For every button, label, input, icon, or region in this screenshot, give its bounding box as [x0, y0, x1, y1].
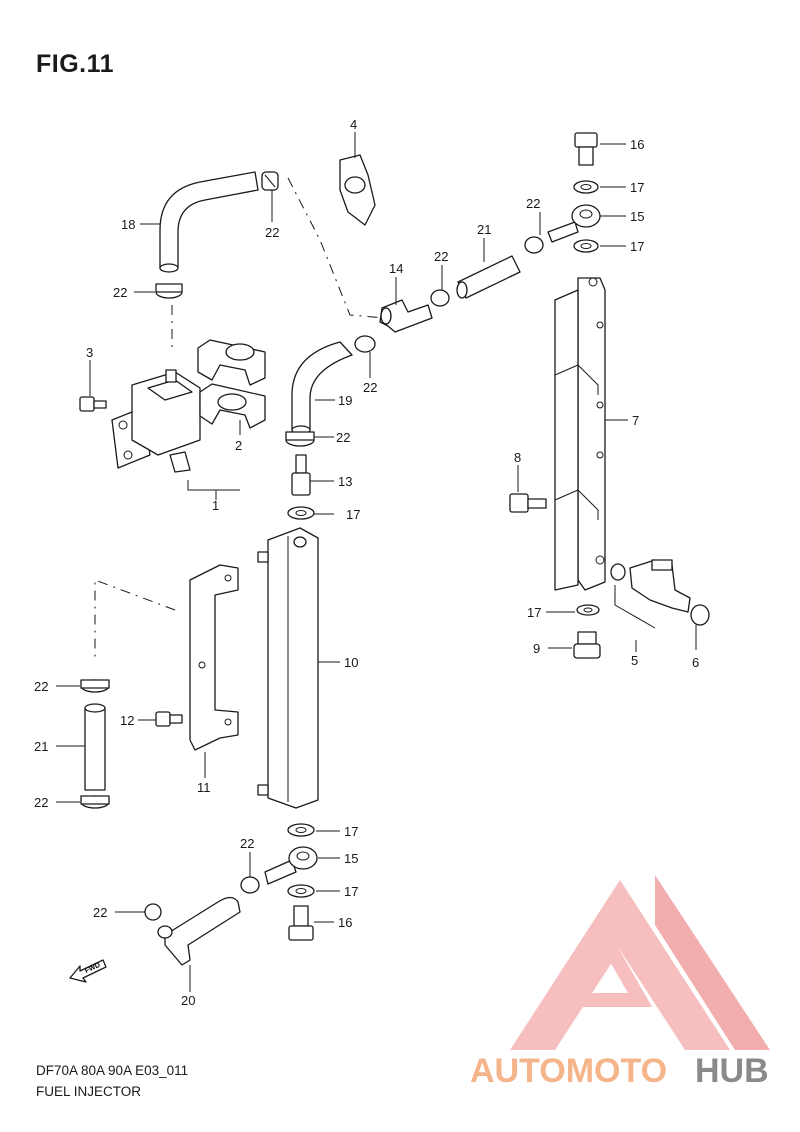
callout-11: 11 [197, 780, 211, 795]
callout-22: 22 [34, 795, 48, 810]
watermark-logo [510, 875, 770, 1050]
callout-14: 14 [389, 261, 403, 276]
clamp-2 [197, 339, 266, 435]
callout-22: 22 [113, 285, 127, 300]
callout-3: 3 [86, 345, 93, 360]
bolt-3 [79, 396, 107, 412]
washer-17c [576, 604, 600, 616]
callout-20: 20 [181, 993, 195, 1008]
callout-labels: 4 16 17 15 17 22 21 18 22 14 22 22 3 22 … [34, 117, 699, 1008]
callout-15: 15 [630, 209, 644, 224]
callout-7: 7 [632, 413, 639, 428]
washer-17a [573, 180, 599, 194]
callout-6: 6 [692, 655, 699, 670]
washer-17e [287, 823, 315, 837]
callout-17: 17 [630, 180, 644, 195]
callout-19: 19 [338, 393, 352, 408]
callout-18: 18 [121, 217, 135, 232]
fuel-rail-10 [257, 527, 319, 809]
callout-17: 17 [346, 507, 360, 522]
union-15b [264, 846, 318, 885]
hose-21a [456, 255, 521, 299]
callout-13: 13 [338, 474, 352, 489]
callout-22: 22 [336, 430, 350, 445]
connector-13 [291, 454, 311, 496]
callout-1: 1 [212, 498, 219, 513]
clip-22g [80, 679, 110, 693]
joint-14 [379, 299, 433, 333]
callout-22: 22 [240, 836, 254, 851]
leader-lines [56, 132, 697, 992]
callout-10: 10 [344, 655, 358, 670]
union-bolt-16b [288, 905, 314, 941]
bracket-11 [189, 564, 239, 751]
fwd-arrow-icon: FWD [69, 959, 107, 983]
bolt-12 [155, 711, 183, 727]
clip-22j [144, 903, 162, 921]
regulator-body-1 [111, 369, 240, 491]
watermark-text-2: HUB [695, 1052, 769, 1090]
figure-title: FIG.11 [36, 50, 115, 78]
callout-22: 22 [434, 249, 448, 264]
hose-19 [291, 341, 353, 435]
callout-22: 22 [526, 196, 540, 211]
callout-15: 15 [344, 851, 358, 866]
union-bolt-16a [574, 132, 598, 166]
dashed-route-1 [287, 177, 386, 319]
union-15a [547, 204, 601, 243]
callout-17: 17 [344, 824, 358, 839]
cap-6 [690, 604, 710, 626]
clip-22c [354, 335, 376, 353]
footer-name: FUEL INJECTOR [36, 1084, 142, 1099]
callout-5: 5 [631, 653, 638, 668]
callout-17: 17 [527, 605, 541, 620]
callout-12: 12 [120, 713, 134, 728]
clip-22b [155, 283, 183, 299]
callout-22: 22 [93, 905, 107, 920]
callout-16: 16 [338, 915, 352, 930]
dashed-route-3 [94, 579, 176, 660]
clip-22d [285, 431, 315, 447]
callout-17: 17 [630, 239, 644, 254]
callout-17: 17 [344, 884, 358, 899]
clip-22f [524, 236, 544, 254]
injector-5 [610, 559, 691, 629]
bolt-8 [509, 493, 547, 513]
callout-9: 9 [533, 641, 540, 656]
plug-9 [573, 631, 601, 659]
hose-21b [84, 703, 106, 791]
callout-2: 2 [235, 438, 242, 453]
holder-4 [339, 154, 376, 226]
watermark-text-1: AUTOMOTO [470, 1052, 667, 1090]
callout-22: 22 [34, 679, 48, 694]
callout-8: 8 [514, 450, 521, 465]
clip-22i [240, 876, 260, 894]
clip-22a [261, 171, 279, 191]
washer-17b [573, 239, 599, 253]
callout-22: 22 [265, 225, 279, 240]
callout-21: 21 [34, 739, 48, 754]
callout-21: 21 [477, 222, 491, 237]
fuel-rail-7 [554, 277, 606, 591]
washer-17d [287, 506, 315, 520]
hose-18 [159, 171, 259, 273]
hose-20 [157, 896, 241, 966]
callout-22: 22 [363, 380, 377, 395]
clip-22h [80, 795, 110, 809]
clip-22e [430, 289, 450, 307]
callout-4: 4 [350, 117, 357, 132]
footer-code: DF70A 80A 90A E03_011 [36, 1063, 189, 1078]
washer-17f [287, 884, 315, 898]
callout-16: 16 [630, 137, 644, 152]
